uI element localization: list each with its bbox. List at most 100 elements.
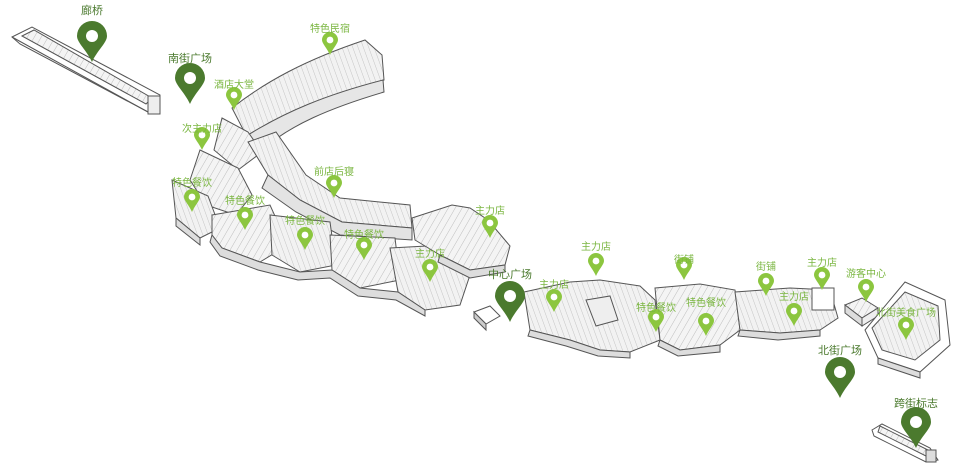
pin-hole xyxy=(818,271,826,279)
marker-label: 酒店大堂 xyxy=(214,78,254,91)
pin-hole xyxy=(702,317,710,325)
marker-tese-canyin-2[interactable]: 特色餐饮 xyxy=(225,194,265,230)
marker-label: 跨街标志 xyxy=(894,396,938,410)
marker-jiepu-1[interactable]: 街铺 xyxy=(674,253,694,280)
marker-zhulidian-2[interactable]: 主力店 xyxy=(415,247,445,282)
cross-street-sign xyxy=(871,423,939,463)
visitor-center-building xyxy=(844,297,879,328)
pin-hole xyxy=(326,36,334,44)
marker-label: 特色餐饮 xyxy=(344,228,384,241)
marker-zhulidian-3[interactable]: 主力店 xyxy=(539,278,569,312)
marker-langqiao[interactable]: 廊桥 xyxy=(77,3,107,62)
map-pin-icon xyxy=(786,303,802,326)
marker-label: 游客中心 xyxy=(846,267,886,280)
map-pin-icon xyxy=(546,289,562,312)
marker-label: 特色餐饮 xyxy=(686,296,726,309)
marker-tese-canyin-5[interactable]: 特色餐饮 xyxy=(636,301,676,332)
map-pin-icon xyxy=(588,253,604,276)
marker-tese-canyin-1[interactable]: 特色餐饮 xyxy=(172,176,212,212)
pin-hole xyxy=(426,263,434,271)
marker-label: 南街广场 xyxy=(168,51,212,65)
pin-hole xyxy=(188,193,196,201)
marker-label: 主力店 xyxy=(539,278,569,291)
map-pin-icon xyxy=(194,127,210,150)
map-markers: 廊桥南街广场特色民宿酒店大堂次主力店前店后寝特色餐饮特色餐饮特色餐饮特色餐饮主力… xyxy=(77,3,938,448)
marker-tese-canyin-3[interactable]: 特色餐饮 xyxy=(285,214,325,250)
marker-label: 北街广场 xyxy=(818,343,862,357)
map-pin-icon xyxy=(698,313,714,336)
marker-zhongxin[interactable]: 中心广场 xyxy=(488,267,532,322)
pin-hole xyxy=(230,91,238,99)
marker-label: 特色餐饮 xyxy=(636,301,676,314)
marker-label: 次主力店 xyxy=(182,122,222,135)
marker-tese-minsu[interactable]: 特色民宿 xyxy=(310,22,350,55)
marker-nanjie[interactable]: 南街广场 xyxy=(168,51,212,104)
marker-jiudian[interactable]: 酒店大堂 xyxy=(214,78,254,110)
middle-block xyxy=(247,131,413,241)
pin-hole xyxy=(241,211,249,219)
marker-label: 主力店 xyxy=(415,247,445,260)
marker-label: 主力店 xyxy=(807,256,837,269)
pin-hole xyxy=(550,293,558,301)
pin-hole xyxy=(652,313,660,321)
marker-zhulidian-1[interactable]: 主力店 xyxy=(475,204,505,238)
marker-zhulidian-5[interactable]: 主力店 xyxy=(807,256,837,290)
pin-hole xyxy=(504,290,516,302)
marker-tese-canyin-4[interactable]: 特色餐饮 xyxy=(344,228,384,260)
western-block xyxy=(171,149,253,247)
map-pin-icon xyxy=(898,317,914,340)
map-pin-icon xyxy=(322,32,338,55)
pin-hole xyxy=(86,30,98,42)
marker-jiepu-2[interactable]: 街铺 xyxy=(756,260,776,296)
pin-hole xyxy=(680,261,688,269)
pin-hole xyxy=(486,219,494,227)
marker-label: 廊桥 xyxy=(81,3,103,17)
pin-hole xyxy=(330,179,338,187)
map-pin-icon xyxy=(326,175,342,198)
marker-label: 街铺 xyxy=(756,260,776,273)
marker-qiandian[interactable]: 前店后寝 xyxy=(314,165,354,198)
map-pin-icon xyxy=(676,257,692,280)
center-pavilion xyxy=(473,305,501,332)
marker-label: 特色餐饮 xyxy=(225,194,265,207)
marker-label: 北街美食广场 xyxy=(876,306,936,319)
map-pin-icon xyxy=(422,259,438,282)
marker-tese-canyin-6[interactable]: 特色餐饮 xyxy=(686,296,726,336)
marker-label: 特色餐饮 xyxy=(172,176,212,189)
map-pin-icon xyxy=(482,215,498,238)
northern-row xyxy=(213,39,385,171)
marker-youke[interactable]: 游客中心 xyxy=(846,267,886,302)
pin-hole xyxy=(184,72,196,84)
pin-hole xyxy=(834,366,846,378)
marker-label: 中心广场 xyxy=(488,267,532,281)
pin-hole xyxy=(862,283,870,291)
pin-hole xyxy=(198,131,206,139)
marker-meishi[interactable]: 北街美食广场 xyxy=(876,306,936,340)
marker-label: 特色民宿 xyxy=(310,22,350,35)
map-pin-icon xyxy=(226,87,242,110)
marker-beijie[interactable]: 北街广场 xyxy=(818,343,862,398)
map-pin-icon xyxy=(814,267,830,290)
marker-label: 街铺 xyxy=(674,253,694,266)
map-pin-icon xyxy=(297,227,313,250)
marker-label: 主力店 xyxy=(779,290,809,303)
buildings xyxy=(11,26,951,463)
map-pin-icon xyxy=(237,207,253,230)
pin-hole xyxy=(790,307,798,315)
marker-label: 主力店 xyxy=(581,240,611,253)
corridor-bridge xyxy=(11,26,161,115)
map-pin-icon xyxy=(758,273,774,296)
marker-kuajie[interactable]: 跨街标志 xyxy=(894,396,938,448)
map-pin-icon xyxy=(184,189,200,212)
eastern-block-2 xyxy=(654,283,741,357)
eastern-block-1 xyxy=(523,279,661,359)
marker-zhulidian-4[interactable]: 主力店 xyxy=(581,240,611,276)
pin-hole xyxy=(301,231,309,239)
marker-label: 特色餐饮 xyxy=(285,214,325,227)
marker-zhulidian-6[interactable]: 主力店 xyxy=(779,290,809,326)
marker-ci-zhulidian[interactable]: 次主力店 xyxy=(182,122,222,150)
pin-hole xyxy=(902,321,910,329)
map-pin-icon xyxy=(648,309,664,332)
map-pin-icon xyxy=(858,279,874,302)
